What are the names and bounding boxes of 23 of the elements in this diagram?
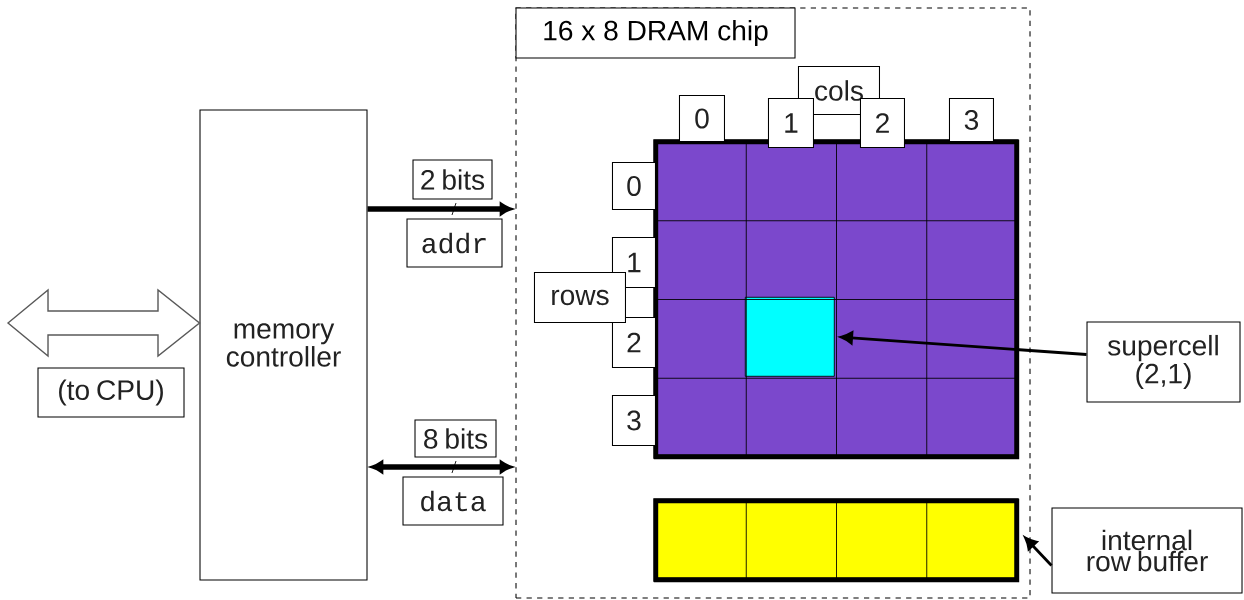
index-box: 1 bbox=[767, 97, 814, 148]
label-box: 2 bits bbox=[412, 159, 493, 200]
label-box: 8 bits bbox=[414, 419, 497, 458]
label-box: data bbox=[402, 476, 504, 526]
label-box: addr bbox=[406, 218, 503, 268]
supercell bbox=[744, 296, 835, 377]
label-box: supercell (2,1) bbox=[1086, 321, 1241, 403]
index-box: 2 bbox=[611, 316, 656, 368]
index-box: 3 bbox=[611, 394, 656, 446]
label-box: (to CPU) bbox=[37, 367, 185, 418]
index-box: 1 bbox=[611, 236, 656, 288]
label-box: rows bbox=[533, 271, 626, 323]
arrow bbox=[367, 202, 513, 216]
index-box: 0 bbox=[611, 161, 656, 210]
index-box: 3 bbox=[948, 97, 994, 142]
label-box: internal row buffer bbox=[1051, 507, 1243, 594]
row-buffer bbox=[653, 498, 1019, 582]
title-box: 16 x 8 DRAM chip bbox=[515, 7, 796, 59]
controller-box: memory controller bbox=[199, 109, 368, 581]
index-box: 0 bbox=[678, 94, 725, 142]
leader-arrow bbox=[1024, 536, 1053, 567]
arrow bbox=[370, 460, 513, 474]
leader-arrow bbox=[840, 331, 1087, 356]
